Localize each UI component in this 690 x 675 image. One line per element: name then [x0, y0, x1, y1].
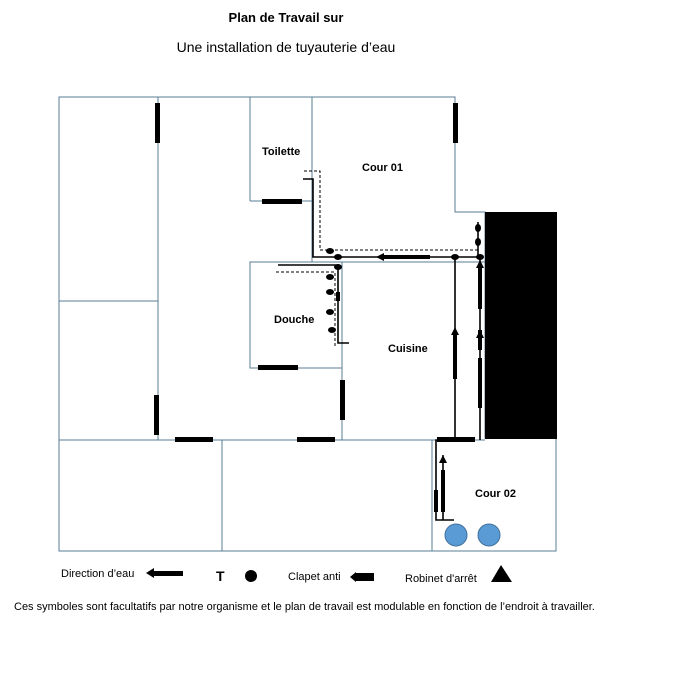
legend-t-label: T [216, 568, 225, 584]
legend: Direction d’eau T Clapet anti Robinet d'… [61, 565, 512, 585]
t-junction-dot [326, 309, 334, 315]
stop-valve-triangle-icon [491, 565, 512, 582]
door [297, 437, 335, 442]
t-junction-dot [334, 254, 342, 260]
check-valve [382, 255, 430, 259]
plan-title: Plan de Travail sur [228, 10, 344, 25]
flow-arrows [376, 253, 484, 463]
check-valve [478, 330, 482, 350]
water-tanks [444, 523, 501, 547]
t-junction-dot [328, 327, 336, 333]
arrowhead [476, 330, 484, 338]
pipe-lines [278, 178, 481, 521]
t-junction-dot [475, 224, 481, 232]
check-valves [336, 255, 482, 512]
water-tank [444, 523, 468, 547]
t-junction-dot [326, 289, 334, 295]
door [155, 103, 160, 143]
arrowhead [476, 260, 484, 268]
legend-check-valve-label: Clapet anti [288, 571, 341, 583]
t-junction-dot [475, 238, 481, 246]
room-label-cour02: Cour 02 [475, 488, 516, 500]
arrowhead [439, 455, 447, 463]
door [437, 437, 475, 442]
room-label-cuisine: Cuisine [388, 343, 428, 355]
door [175, 437, 213, 442]
legend-stop-valve-label: Robinet d'arrêt [405, 573, 477, 585]
room-label-cour01: Cour 01 [362, 162, 403, 174]
water-direction-arrow-icon [146, 568, 183, 578]
t-junction-dot [476, 254, 484, 260]
door [262, 199, 302, 204]
arrowhead [376, 253, 384, 261]
t-junction-dot [326, 274, 334, 280]
door [154, 395, 159, 435]
check-valve [478, 358, 482, 408]
t-junction-dot [451, 254, 459, 260]
t-junction-dot [326, 248, 334, 254]
plan-subtitle: Une installation de tuyauterie d’eau [176, 39, 396, 55]
room-label-douche: Douche [274, 314, 314, 326]
t-junction-dot [334, 264, 342, 270]
check-valve [453, 335, 457, 379]
door [258, 365, 298, 370]
check-valve [478, 265, 482, 309]
black-wall-block [485, 212, 557, 439]
check-valve-icon [350, 572, 374, 582]
legend-water-direction-label: Direction d’eau [61, 568, 134, 580]
check-valve [336, 292, 340, 301]
check-valve [441, 470, 445, 512]
room-label-toilette: Toilette [262, 146, 300, 158]
door [340, 380, 345, 420]
footnote: Ces symboles sont facultatifs par notre … [14, 601, 595, 613]
doors [154, 103, 475, 442]
arrowhead [451, 327, 459, 335]
door [453, 103, 458, 143]
water-tank [477, 523, 501, 547]
t-junction-icon [245, 570, 257, 582]
t-junctions [326, 224, 484, 333]
check-valve [434, 490, 438, 512]
